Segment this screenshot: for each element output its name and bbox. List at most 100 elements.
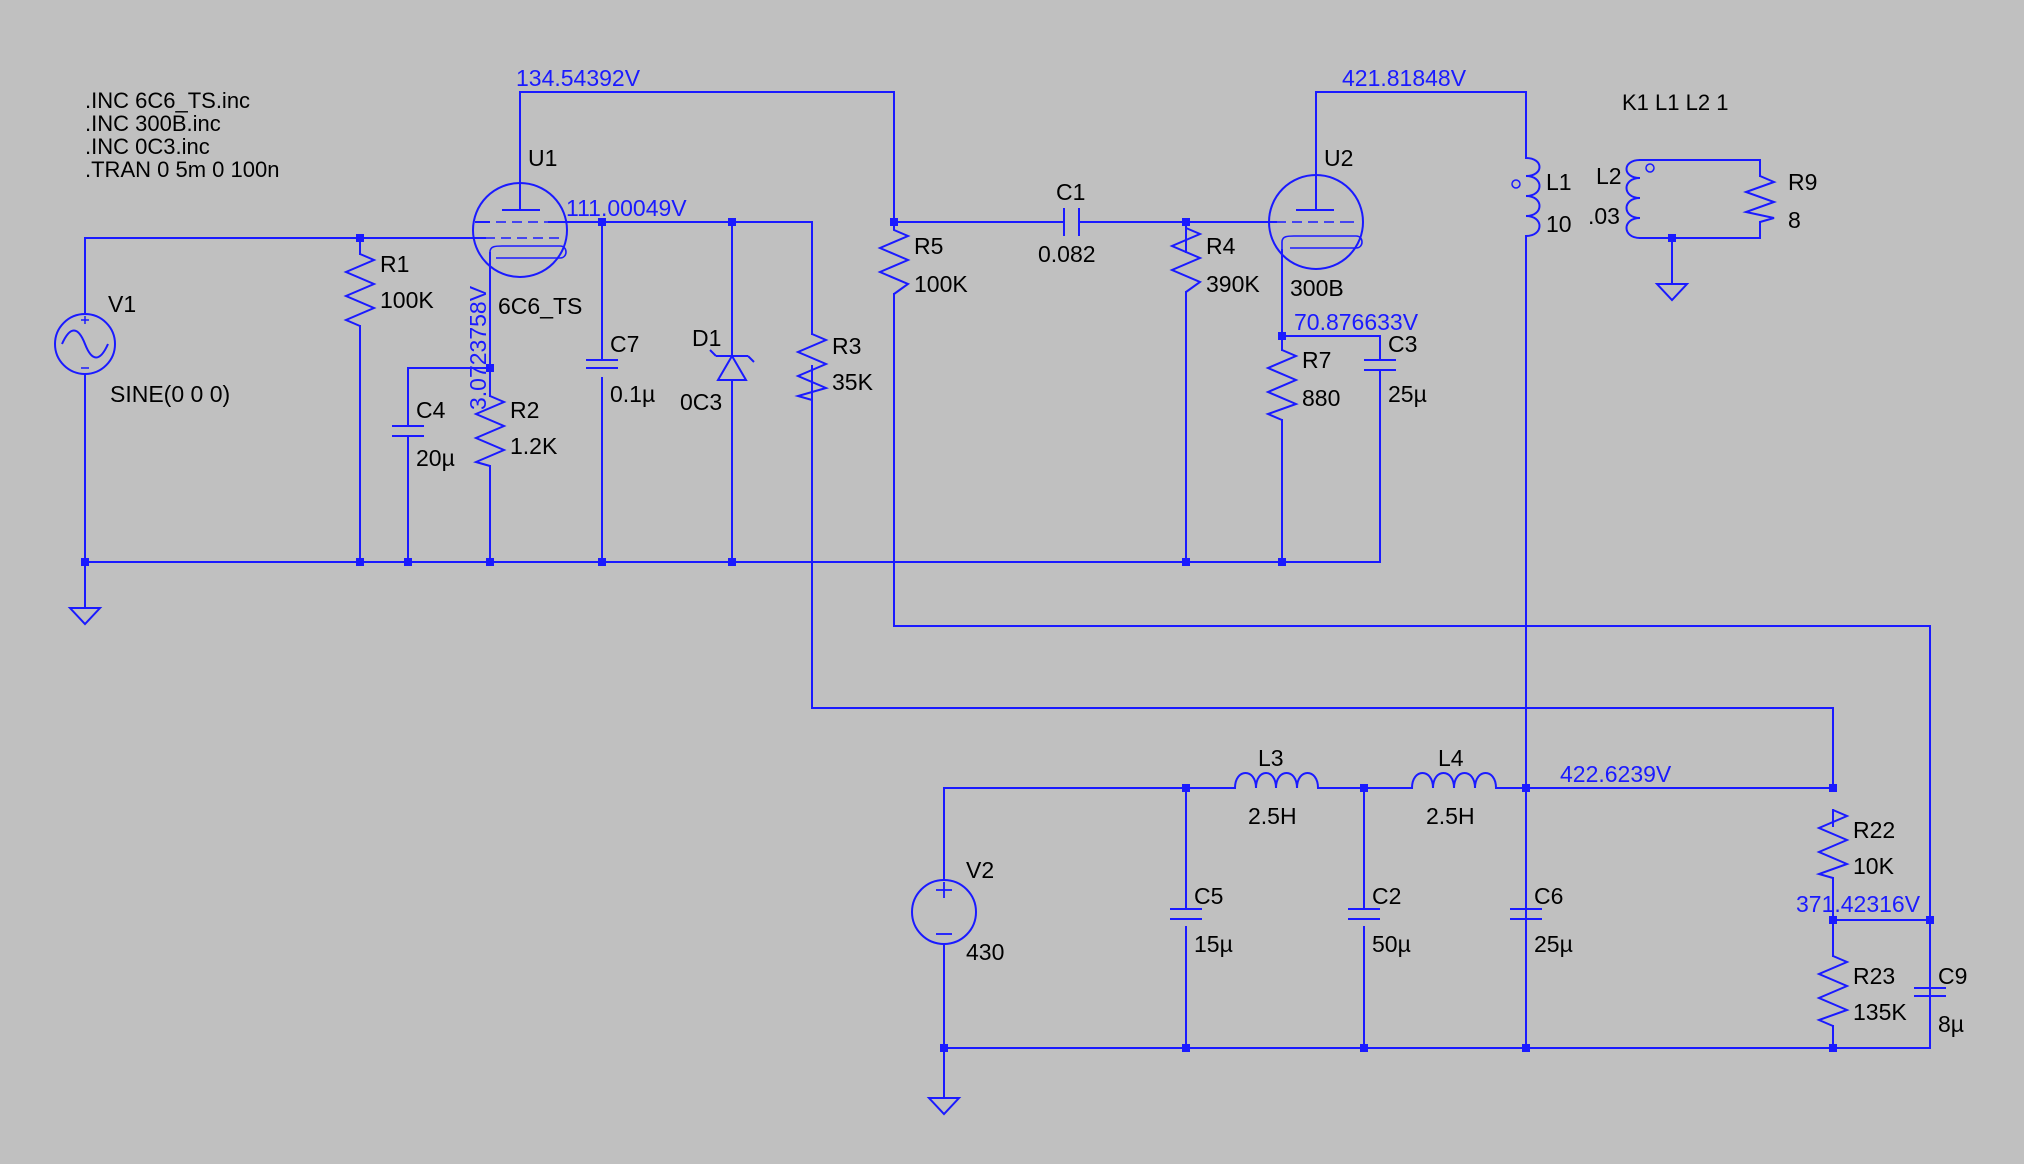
voltage-u1-cathode: 3.0723758V	[465, 285, 491, 410]
inductor-icon	[1411, 772, 1497, 789]
junction	[356, 558, 364, 566]
capacitor-c1[interactable]: C1 0.082	[1038, 179, 1096, 267]
node-voltages: 134.54392V 111.00049V 3.0723758V 421.818…	[465, 65, 1921, 917]
junction	[598, 558, 606, 566]
junction	[940, 1044, 948, 1052]
junction	[1668, 234, 1676, 242]
d1-ref: D1	[692, 325, 721, 351]
resistor-icon	[343, 253, 377, 327]
c5-value: 15µ	[1194, 931, 1233, 957]
resistor-r2[interactable]: R2 1.2K	[473, 395, 558, 467]
diode-d1[interactable]: D1 0C3	[680, 325, 755, 415]
l2-value: .03	[1588, 203, 1620, 229]
tube-u1[interactable]: U1 6C6_TS	[472, 145, 582, 319]
resistor-r23[interactable]: R23 135K	[1816, 955, 1907, 1027]
capacitor-icon	[1348, 908, 1380, 920]
wires	[84, 91, 1931, 1099]
r5-ref: R5	[914, 233, 943, 259]
c1-ref: C1	[1056, 179, 1085, 205]
junction	[1182, 784, 1190, 792]
capacitor-c5[interactable]: C5 15µ	[1170, 883, 1233, 957]
r7-value: 880	[1302, 385, 1340, 411]
capacitor-icon	[1170, 908, 1202, 920]
junction	[1522, 1044, 1530, 1052]
source-v1[interactable]: V1 SINE(0 0 0)	[54, 291, 230, 407]
r23-value: 135K	[1853, 999, 1907, 1025]
tube-u2[interactable]: U2 300B	[1268, 145, 1364, 301]
c9-value: 8µ	[1938, 1011, 1964, 1037]
c6-ref: C6	[1534, 883, 1563, 909]
r3-value: 35K	[832, 369, 874, 395]
resistor-r5[interactable]: R5 100K	[877, 222, 968, 297]
ground-symbol	[67, 562, 103, 626]
c4-value: 20µ	[416, 445, 455, 471]
capacitor-c7[interactable]: C7 0.1µ	[586, 331, 655, 407]
resistor-r7[interactable]: R7 880	[1265, 347, 1340, 421]
junction	[1360, 1044, 1368, 1052]
inductor-icon	[1525, 157, 1541, 237]
r1-ref: R1	[380, 251, 409, 277]
source-v2[interactable]: V2 430	[911, 857, 1004, 965]
inductor-icon	[1625, 159, 1641, 239]
sine-source-icon	[54, 313, 116, 375]
junctions	[81, 218, 1934, 1052]
coupling-directive[interactable]: K1 L1 L2 1	[1622, 90, 1728, 115]
capacitor-c2[interactable]: C2 50µ	[1348, 883, 1411, 957]
resistor-icon	[473, 395, 507, 467]
junction	[1829, 916, 1837, 924]
u2-ref: U2	[1324, 145, 1353, 171]
ground-symbol	[1654, 283, 1690, 302]
voltage-supply-out: 422.6239V	[1560, 761, 1672, 787]
r2-ref: R2	[510, 397, 539, 423]
junction	[1182, 558, 1190, 566]
inductor-l3[interactable]: L3 2.5H	[1234, 745, 1319, 829]
inductor-l4[interactable]: L4 2.5H	[1411, 745, 1497, 829]
junction	[598, 218, 606, 226]
junction	[1278, 332, 1286, 340]
c6-value: 25µ	[1534, 931, 1573, 957]
capacitor-c6[interactable]: C6 25µ	[1510, 883, 1573, 957]
voltage-u2-plate: 421.81848V	[1342, 65, 1467, 91]
resistor-r22[interactable]: R22 10K	[1815, 809, 1895, 879]
v1-value: SINE(0 0 0)	[110, 381, 230, 407]
v2-ref: V2	[966, 857, 994, 883]
l3-ref: L3	[1258, 745, 1284, 771]
inductor-icon	[1234, 772, 1319, 789]
u1-ref: U1	[528, 145, 557, 171]
voltage-divider: 371.42316V	[1796, 891, 1921, 917]
inductor-l1[interactable]: L1 10	[1511, 157, 1572, 237]
capacitor-c3[interactable]: C3 25µ	[1364, 331, 1427, 407]
resistor-icon	[1816, 955, 1850, 1027]
inductor-l2[interactable]: L2 .03	[1588, 159, 1655, 239]
resistor-r4[interactable]: R4 390K	[1169, 222, 1260, 297]
r7-ref: R7	[1302, 347, 1331, 373]
capacitor-c4[interactable]: C4 20µ	[392, 397, 455, 471]
c5-ref: C5	[1194, 883, 1223, 909]
r4-value: 390K	[1206, 271, 1260, 297]
directive-line[interactable]: .INC 6C6_TS.inc	[85, 88, 250, 113]
resistor-r1[interactable]: R1 100K	[343, 251, 434, 327]
capacitor-c9[interactable]: C9 8µ	[1914, 963, 1967, 1037]
d1-value: 0C3	[680, 389, 722, 415]
r22-value: 10K	[1853, 853, 1895, 879]
junction	[1926, 916, 1934, 924]
zener-diode-icon	[709, 349, 755, 381]
junction	[486, 558, 494, 566]
resistor-icon	[794, 333, 829, 401]
resistor-icon	[1815, 809, 1850, 879]
directive-line[interactable]: .INC 0C3.inc	[85, 134, 210, 159]
c2-ref: C2	[1372, 883, 1401, 909]
voltage-u1-screen: 111.00049V	[566, 195, 687, 221]
directive-line[interactable]: .TRAN 0 5m 0 100n	[85, 157, 279, 182]
resistor-r3[interactable]: R3 35K	[794, 333, 874, 401]
directive-line[interactable]: .INC 300B.inc	[85, 111, 221, 136]
c3-ref: C3	[1388, 331, 1417, 357]
resistor-icon	[1742, 175, 1777, 223]
r1-value: 100K	[380, 287, 434, 313]
junction	[728, 218, 736, 226]
v1-ref: V1	[108, 291, 136, 317]
resistor-r9[interactable]: R9 8	[1742, 169, 1817, 233]
junction	[1829, 784, 1837, 792]
junction	[1360, 784, 1368, 792]
